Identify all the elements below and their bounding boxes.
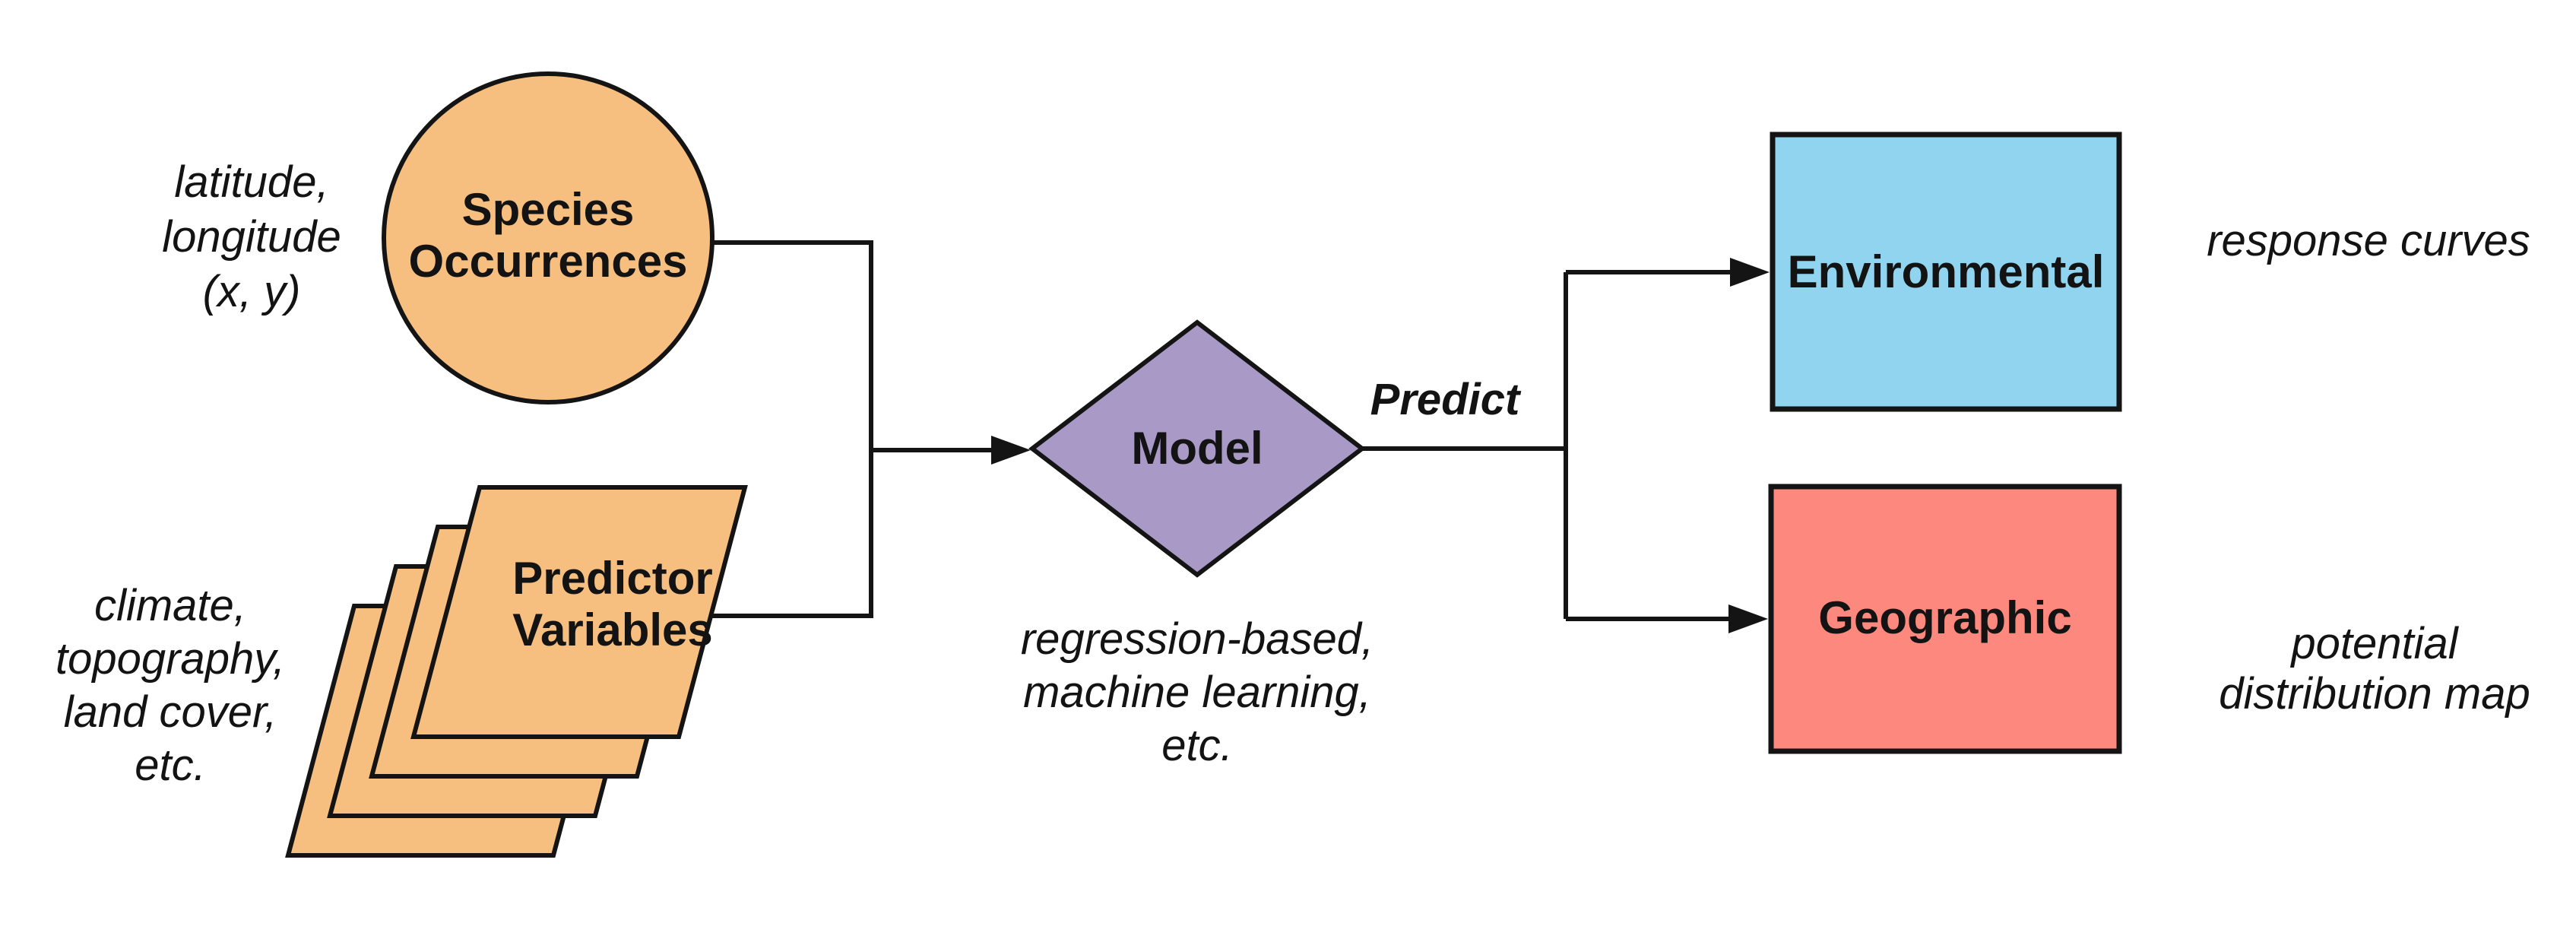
environmental-label: Environmental xyxy=(1787,246,2105,297)
predictor-inputs-line3: land cover, xyxy=(63,687,277,737)
geographic-output-line2: distribution map xyxy=(2219,669,2530,719)
model-types-line3: etc. xyxy=(1161,721,1233,770)
environmental-output-annotation: response curves xyxy=(2207,216,2530,265)
species-occurrences-circle xyxy=(382,71,714,404)
stack-layer-1-front xyxy=(410,485,748,739)
predict-edge-label: Predict xyxy=(1370,375,1520,424)
environmental-box xyxy=(1770,132,2122,412)
predictor-inputs-annotation: climate, topography, land cover, etc. xyxy=(55,579,285,792)
inputs-merge-connector xyxy=(711,240,873,618)
species-inputs-line3: (x, y) xyxy=(202,267,301,316)
geographic-output-line1: potential xyxy=(2291,619,2458,668)
predictor-inputs-line4: etc. xyxy=(135,741,206,790)
model-diamond xyxy=(1028,319,1366,578)
predictor-variables-label: Predictor Variables xyxy=(512,553,713,656)
predictor-variables-stack xyxy=(285,485,748,858)
species-inputs-line1: latitude, xyxy=(174,157,329,207)
species-occurrences-label-line2: Occurrences xyxy=(408,236,688,287)
species-inputs-line2: longitude xyxy=(162,212,341,262)
geographic-box xyxy=(1768,484,2122,754)
geographic-label: Geographic xyxy=(1818,592,2072,643)
predictor-inputs-line2: topography, xyxy=(55,634,286,684)
model-types-line2: machine learning, xyxy=(1023,668,1371,717)
species-occurrences-label-line1: Species xyxy=(461,184,635,235)
predictor-inputs-line1: climate, xyxy=(94,581,246,630)
arrowhead-into-geographic-icon xyxy=(1728,604,1768,633)
arrowhead-into-environmental-icon xyxy=(1730,258,1770,287)
model-label: Model xyxy=(1131,423,1263,474)
model-types-line1: regression-based, xyxy=(1020,614,1374,664)
predictor-variables-label-line1: Predictor xyxy=(512,553,713,604)
model-types-annotation: regression-based, machine learning, etc. xyxy=(1021,613,1374,772)
connector-group xyxy=(711,240,1770,633)
species-occurrences-label: Species Occurrences xyxy=(409,184,688,287)
species-inputs-annotation: latitude, longitude (x, y) xyxy=(162,155,341,319)
predictor-variables-label-line2: Variables xyxy=(512,604,713,655)
arrowhead-into-model-icon xyxy=(991,436,1031,465)
geographic-output-annotation: potential distribution map xyxy=(2219,619,2530,719)
